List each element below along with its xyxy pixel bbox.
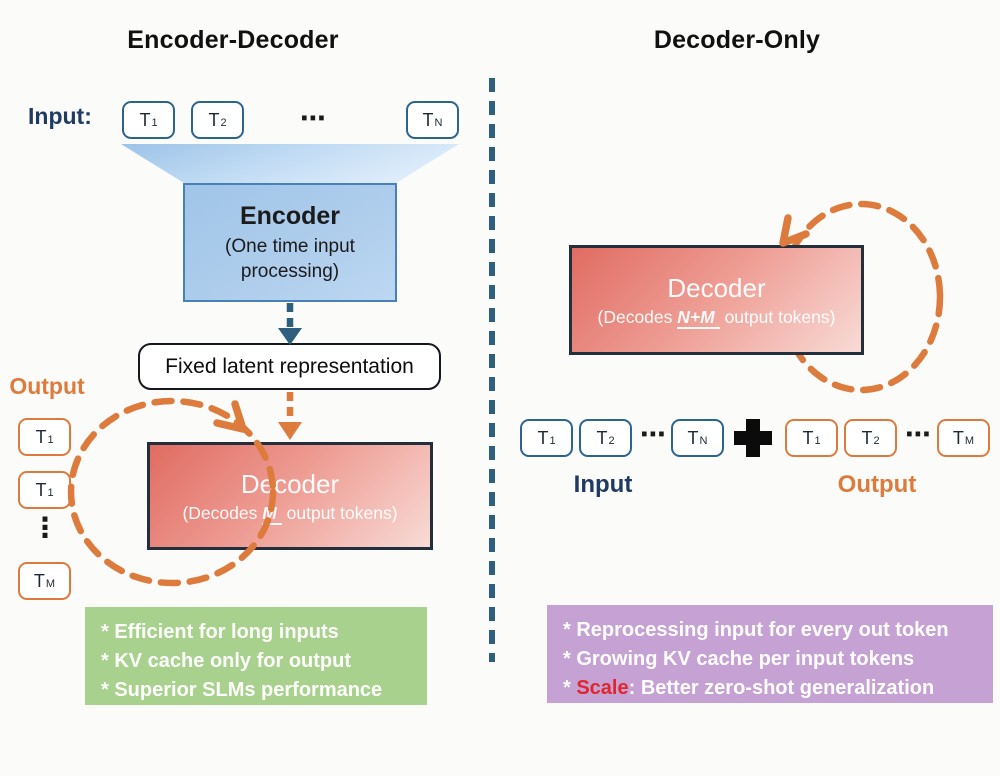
right-output-ellipsis: ⋯ [905, 420, 931, 450]
token-text: T [35, 426, 47, 447]
fixed-latent-representation-label: Fixed latent representation [165, 354, 414, 378]
token-subscript: 1 [47, 487, 54, 499]
subtitle-pre: (Decodes [182, 502, 263, 523]
token-text: T [687, 427, 699, 448]
left-decoder-subtitle: (Decodes M output tokens) [182, 502, 398, 525]
right-column-title: Decoder-Only [653, 26, 821, 54]
note-pre: * [563, 677, 577, 699]
input-funnel-shape [121, 144, 459, 183]
right-input-label: Input [573, 471, 633, 498]
token-subscript: 1 [814, 435, 821, 447]
subtitle-pre: (Decodes [597, 306, 678, 327]
encoder-decoder-notes-box: * Efficient for long inputs * KV cache o… [85, 607, 427, 705]
subtitle-m-emphasis: M [262, 502, 282, 525]
left-output-label: Output [9, 373, 85, 399]
token-text: T [35, 479, 47, 500]
right-decode-loop-arrowhead [779, 214, 810, 247]
note-line: * Growing KV cache per input tokens [563, 648, 915, 670]
left-input-ellipsis: ⋯ [300, 104, 326, 134]
token-text: T [952, 427, 964, 448]
token-text: T [596, 427, 608, 448]
token-subscript: 2 [608, 435, 615, 447]
note-line: * Efficient for long inputs [101, 621, 339, 643]
left-decode-loop-arrowhead [213, 400, 247, 433]
token-subscript: M [45, 578, 56, 590]
encoder-box: Encoder (One time input processing) [183, 183, 397, 302]
left-output-vertical-dots: ⋮ [31, 511, 59, 544]
note-line-scale: * Scale: Better zero-shot generalization [563, 674, 983, 703]
token-subscript: 1 [151, 117, 158, 129]
note-scale-red: Scale [576, 677, 629, 699]
encoder-title: Encoder [239, 202, 341, 230]
right-output-label: Output [837, 471, 917, 498]
token-text: T [139, 109, 151, 130]
right-decoder-subtitle: (Decodes N+M output tokens) [597, 306, 836, 329]
plus-icon [734, 419, 772, 457]
token-subscript: 2 [220, 117, 227, 129]
token-subscript: M [964, 435, 975, 447]
token-subscript: 1 [549, 435, 556, 447]
right-input-ellipsis: ⋯ [640, 420, 666, 450]
fixed-latent-representation-box: Fixed latent representation [138, 343, 441, 390]
token-text: T [33, 570, 45, 591]
token-subscript: 2 [873, 435, 880, 447]
left-decoder-box: Decoder (Decodes M output tokens) [147, 442, 433, 550]
token-text: T [537, 427, 549, 448]
encoder-subtitle: (One time input processing) [225, 236, 355, 282]
note-line: * KV cache only for output [101, 650, 352, 672]
subtitle-post: output tokens) [281, 502, 398, 523]
token-text: T [861, 427, 873, 448]
left-decoder-title: Decoder [240, 468, 340, 499]
token-text: T [208, 109, 220, 130]
subtitle-nm-emphasis: N+M [677, 306, 720, 329]
note-line: * Superior SLMs performance [101, 679, 383, 701]
token-text: T [422, 109, 434, 130]
subtitle-post: output tokens) [719, 306, 836, 327]
token-subscript: N [699, 435, 708, 447]
token-text: T [802, 427, 814, 448]
token-subscript: N [434, 117, 443, 129]
right-decoder-title: Decoder [667, 272, 766, 303]
token-subscript: 1 [47, 434, 54, 446]
left-column-title: Encoder-Decoder [127, 26, 339, 54]
left-input-label: Input: [28, 103, 92, 129]
decoder-only-notes-box: * Reprocessing input for every out token… [547, 605, 993, 703]
right-decoder-box: Decoder (Decodes N+M output tokens) [569, 245, 864, 355]
latent-to-decoder-arrowhead [278, 422, 302, 440]
note-line: * Reprocessing input for every out token [563, 619, 949, 641]
note-post: : Better zero-shot generalization [628, 677, 935, 699]
